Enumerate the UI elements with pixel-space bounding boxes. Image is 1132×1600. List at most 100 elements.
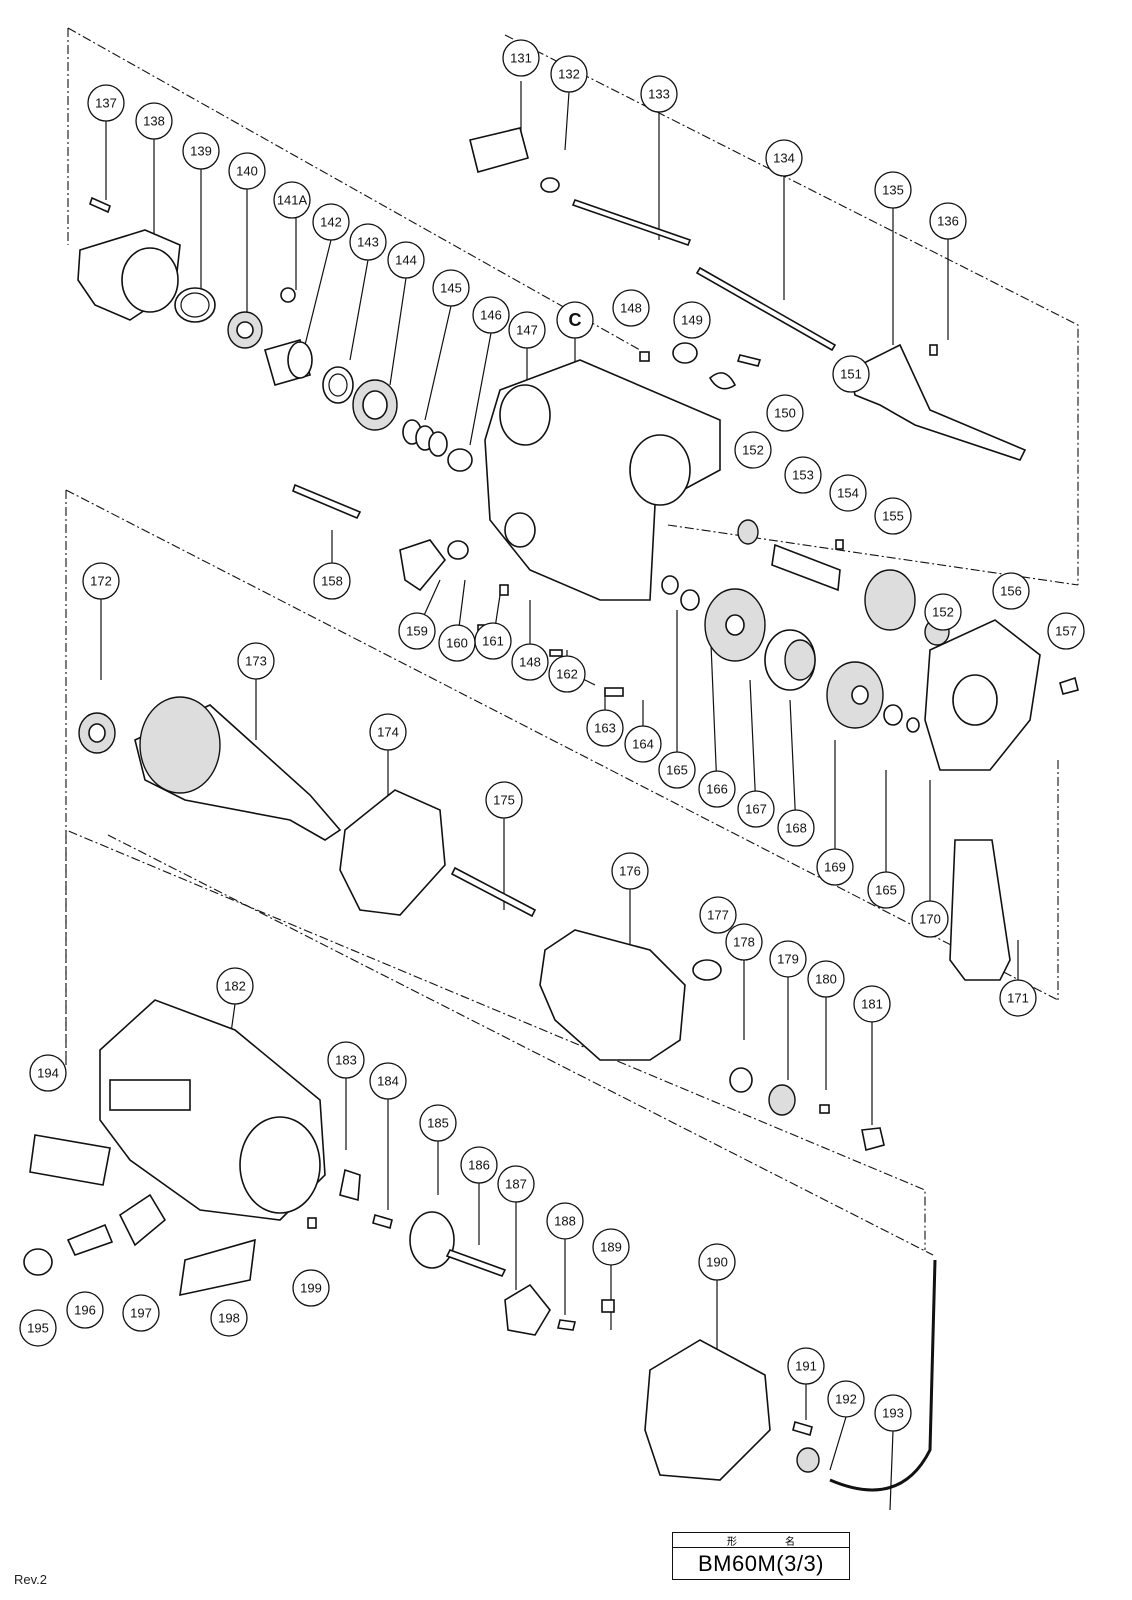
callout-152: 152 [924,593,962,631]
callout-circle [548,655,586,693]
callout-circle [369,713,407,751]
callout-label: 146 [480,308,502,323]
callout-162: 162 [548,655,586,693]
callout-label: 139 [190,144,212,159]
callout-label: 137 [95,96,117,111]
callout-170: 170 [911,900,949,938]
callout-165: 165 [867,871,905,909]
callout-label: 190 [706,1255,728,1270]
callout-155: 155 [874,497,912,535]
callout-label: 151 [840,367,862,382]
callout-label: 145 [440,281,462,296]
callout-circle [737,790,775,828]
callout-label: 135 [882,183,904,198]
callout-label: 188 [554,1214,576,1229]
callout-158: 158 [313,562,351,600]
callout-194: 194 [29,1054,67,1092]
callout-label: 155 [882,509,904,524]
callout-195: 195 [19,1309,57,1347]
callout-label: 170 [919,912,941,927]
callout-label: 183 [335,1053,357,1068]
parts-geometry [23,127,1079,1492]
callout-131: 131 [502,39,540,77]
callout-138: 138 [135,102,173,140]
callout-circle [832,355,870,393]
callout-label: 192 [835,1392,857,1407]
callout-circle [87,84,125,122]
callout-circle [624,725,662,763]
callout-circle [699,896,737,934]
callout-181: 181 [853,985,891,1023]
callout-163: 163 [586,709,624,747]
callout-label: 196 [74,1303,96,1318]
callout-circle [586,709,624,747]
callout-circle [432,269,470,307]
callout-circle [807,960,845,998]
callout-label: 154 [837,486,859,501]
callout-164: 164 [624,725,662,763]
callout-circle [216,967,254,1005]
callout-label: 194 [37,1066,59,1081]
callout-label: 199 [300,1281,322,1296]
callout-label: 182 [224,979,246,994]
callout-177: 177 [699,896,737,934]
callout-152: 152 [734,431,772,469]
callout-label: 198 [218,1311,240,1326]
callout-circle [999,979,1037,1017]
callout-circle [511,643,549,681]
callout-172: 172 [82,562,120,600]
callout-circle [508,311,546,349]
callout-146: 146 [472,296,510,334]
revision-label: Rev.2 [14,1572,47,1587]
callout-154: 154 [829,474,867,512]
callout-circle [827,1380,865,1418]
callout-137: 137 [87,84,125,122]
callout-circle [472,296,510,334]
callout-171: 171 [999,979,1037,1017]
callout-label: 185 [427,1116,449,1131]
callout-198: 198 [210,1299,248,1337]
callout-160: 160 [438,624,476,662]
section-marker-c: C [556,301,594,339]
model-header-right: 名 [785,1536,795,1548]
callout-196: 196 [66,1291,104,1329]
callout-179: 179 [769,940,807,978]
callout-circle [387,241,425,279]
callout-145: 145 [432,269,470,307]
callout-label: 164 [632,737,654,752]
callout-label: 178 [733,935,755,950]
callout-label: 134 [773,151,795,166]
callout-circle [327,1041,365,1079]
callout-label: 148 [620,301,642,316]
callout-142: 142 [312,203,350,241]
callout-circle [502,39,540,77]
section-marker-label: C [569,310,582,330]
callout-156: 156 [992,572,1030,610]
callout-circle [787,1347,825,1385]
callout-180: 180 [807,960,845,998]
callout-136: 136 [929,202,967,240]
callout-label: 131 [510,51,532,66]
callout-circle [929,202,967,240]
callout-label: 160 [446,636,468,651]
callout-176: 176 [611,852,649,890]
callout-circle [182,132,220,170]
callout-153: 153 [784,456,822,494]
callout-circle [313,562,351,600]
callout-147: 147 [508,311,546,349]
callout-167: 167 [737,790,775,828]
callout-label: 152 [932,605,954,620]
callout-label: 189 [600,1240,622,1255]
callout-circle [611,852,649,890]
callout-label: 167 [745,802,767,817]
callout-circle [640,75,678,113]
section-marker-circle [556,301,594,339]
callout-label: 140 [236,164,258,179]
callout-circle [769,940,807,978]
callout-label: 171 [1007,991,1029,1006]
callout-label: 193 [882,1406,904,1421]
callout-175: 175 [485,781,523,819]
callout-148: 148 [612,289,650,327]
callout-label: 150 [774,406,796,421]
callout-label: 132 [558,67,580,82]
